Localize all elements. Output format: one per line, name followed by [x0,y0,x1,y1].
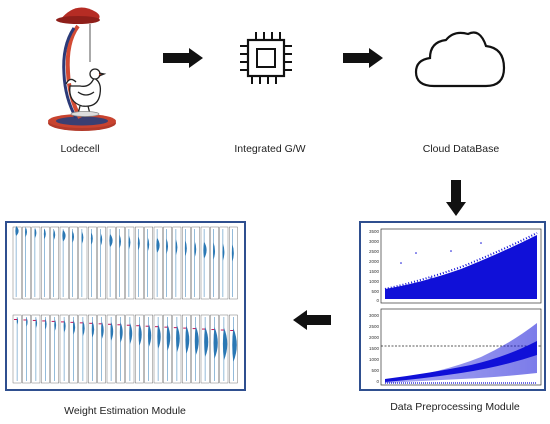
violin-subplot [78,226,88,300]
bottom-ytick: 2000 [369,335,380,340]
violin-marker [89,322,93,324]
arrow-right-icon [343,48,383,68]
violin-subplot [153,226,163,300]
violin-subplot [87,226,97,300]
violin-marker [32,319,36,321]
bottom-ytick: 0 [376,379,379,384]
violin-subplot [12,226,22,300]
violin-subplot [210,226,219,300]
top-ytick: 500 [371,289,379,294]
violin-marker [220,329,224,331]
cloud-icon [412,28,508,90]
violin-marker [183,327,187,329]
violin-subplot [22,226,31,300]
violin-subplot [59,226,69,300]
violin-marker [79,322,83,324]
violin-subplot [106,226,116,300]
violin-marker [202,328,205,330]
top-ytick: 1000 [369,279,380,284]
violin-marker [173,327,177,329]
arrow-down-icon [446,180,466,216]
load-cell-device [40,2,120,132]
violin-subplot [50,226,59,300]
violin-marker [164,326,168,328]
violin-marker [192,328,196,330]
violin-subplot [172,226,182,300]
violin-subplot [31,226,41,300]
top-ytick: 0 [376,298,379,303]
top-scatter-band [385,235,537,299]
gateway-label: Integrated G/W [234,143,306,155]
bottom-ytick: 500 [371,368,379,373]
violin-marker [136,325,140,327]
violin-marker [117,324,121,326]
cloud-label: Cloud DataBase [422,143,500,155]
estimation-label: Weight Estimation Module [64,405,186,417]
violin-marker [126,324,130,326]
violin-marker [23,319,27,321]
top-ytick: 3500 [369,229,380,234]
violin-subplot [41,226,50,300]
bottom-scatter-band [385,341,537,382]
top-ytick: 2500 [369,249,380,254]
violin-subplot [200,226,210,300]
violin-subplot [144,226,154,300]
preprocessing-panel: 3500 3000 2500 2000 1500 1000 500 0 3000… [359,221,546,391]
violin-subplot [125,226,135,300]
lodecell-label: Lodecell [60,143,100,155]
top-ytick: 1500 [369,269,380,274]
chip-icon [238,30,294,86]
bottom-ytick: 3000 [369,313,380,318]
violin-marker [42,320,46,322]
violin-marker [155,326,158,328]
arrow-right-icon [163,48,203,68]
arrow-left-icon [293,310,331,330]
violin-subplot [116,226,125,300]
violin-subplot [219,226,229,300]
bottom-ytick: 1500 [369,346,380,351]
violin-subplot [228,226,238,300]
violin-marker [70,321,74,323]
bottom-ytick: 2500 [369,324,380,329]
estimation-panel [5,221,246,391]
violin-plots [12,226,238,384]
bottom-ytick: 1000 [369,357,380,362]
top-ytick: 2000 [369,259,380,264]
violin-subplot [163,226,172,300]
top-ytick: 3000 [369,239,380,244]
violin-subplot [181,226,191,300]
violin-marker [230,330,234,331]
violin-marker [51,320,55,322]
violin-subplot [69,226,78,300]
violin-marker [61,321,64,323]
violin-marker [108,323,111,325]
violin-subplot [134,226,144,300]
violin-marker [98,323,102,325]
violin-subplot [97,226,106,300]
load-cell-scale-icon [48,7,116,131]
preprocessing-label: Data Preprocessing Module [390,401,520,413]
violin-marker [14,319,17,320]
violin-marker [211,329,215,331]
violin-subplot [191,226,201,300]
violin-marker [145,325,149,327]
